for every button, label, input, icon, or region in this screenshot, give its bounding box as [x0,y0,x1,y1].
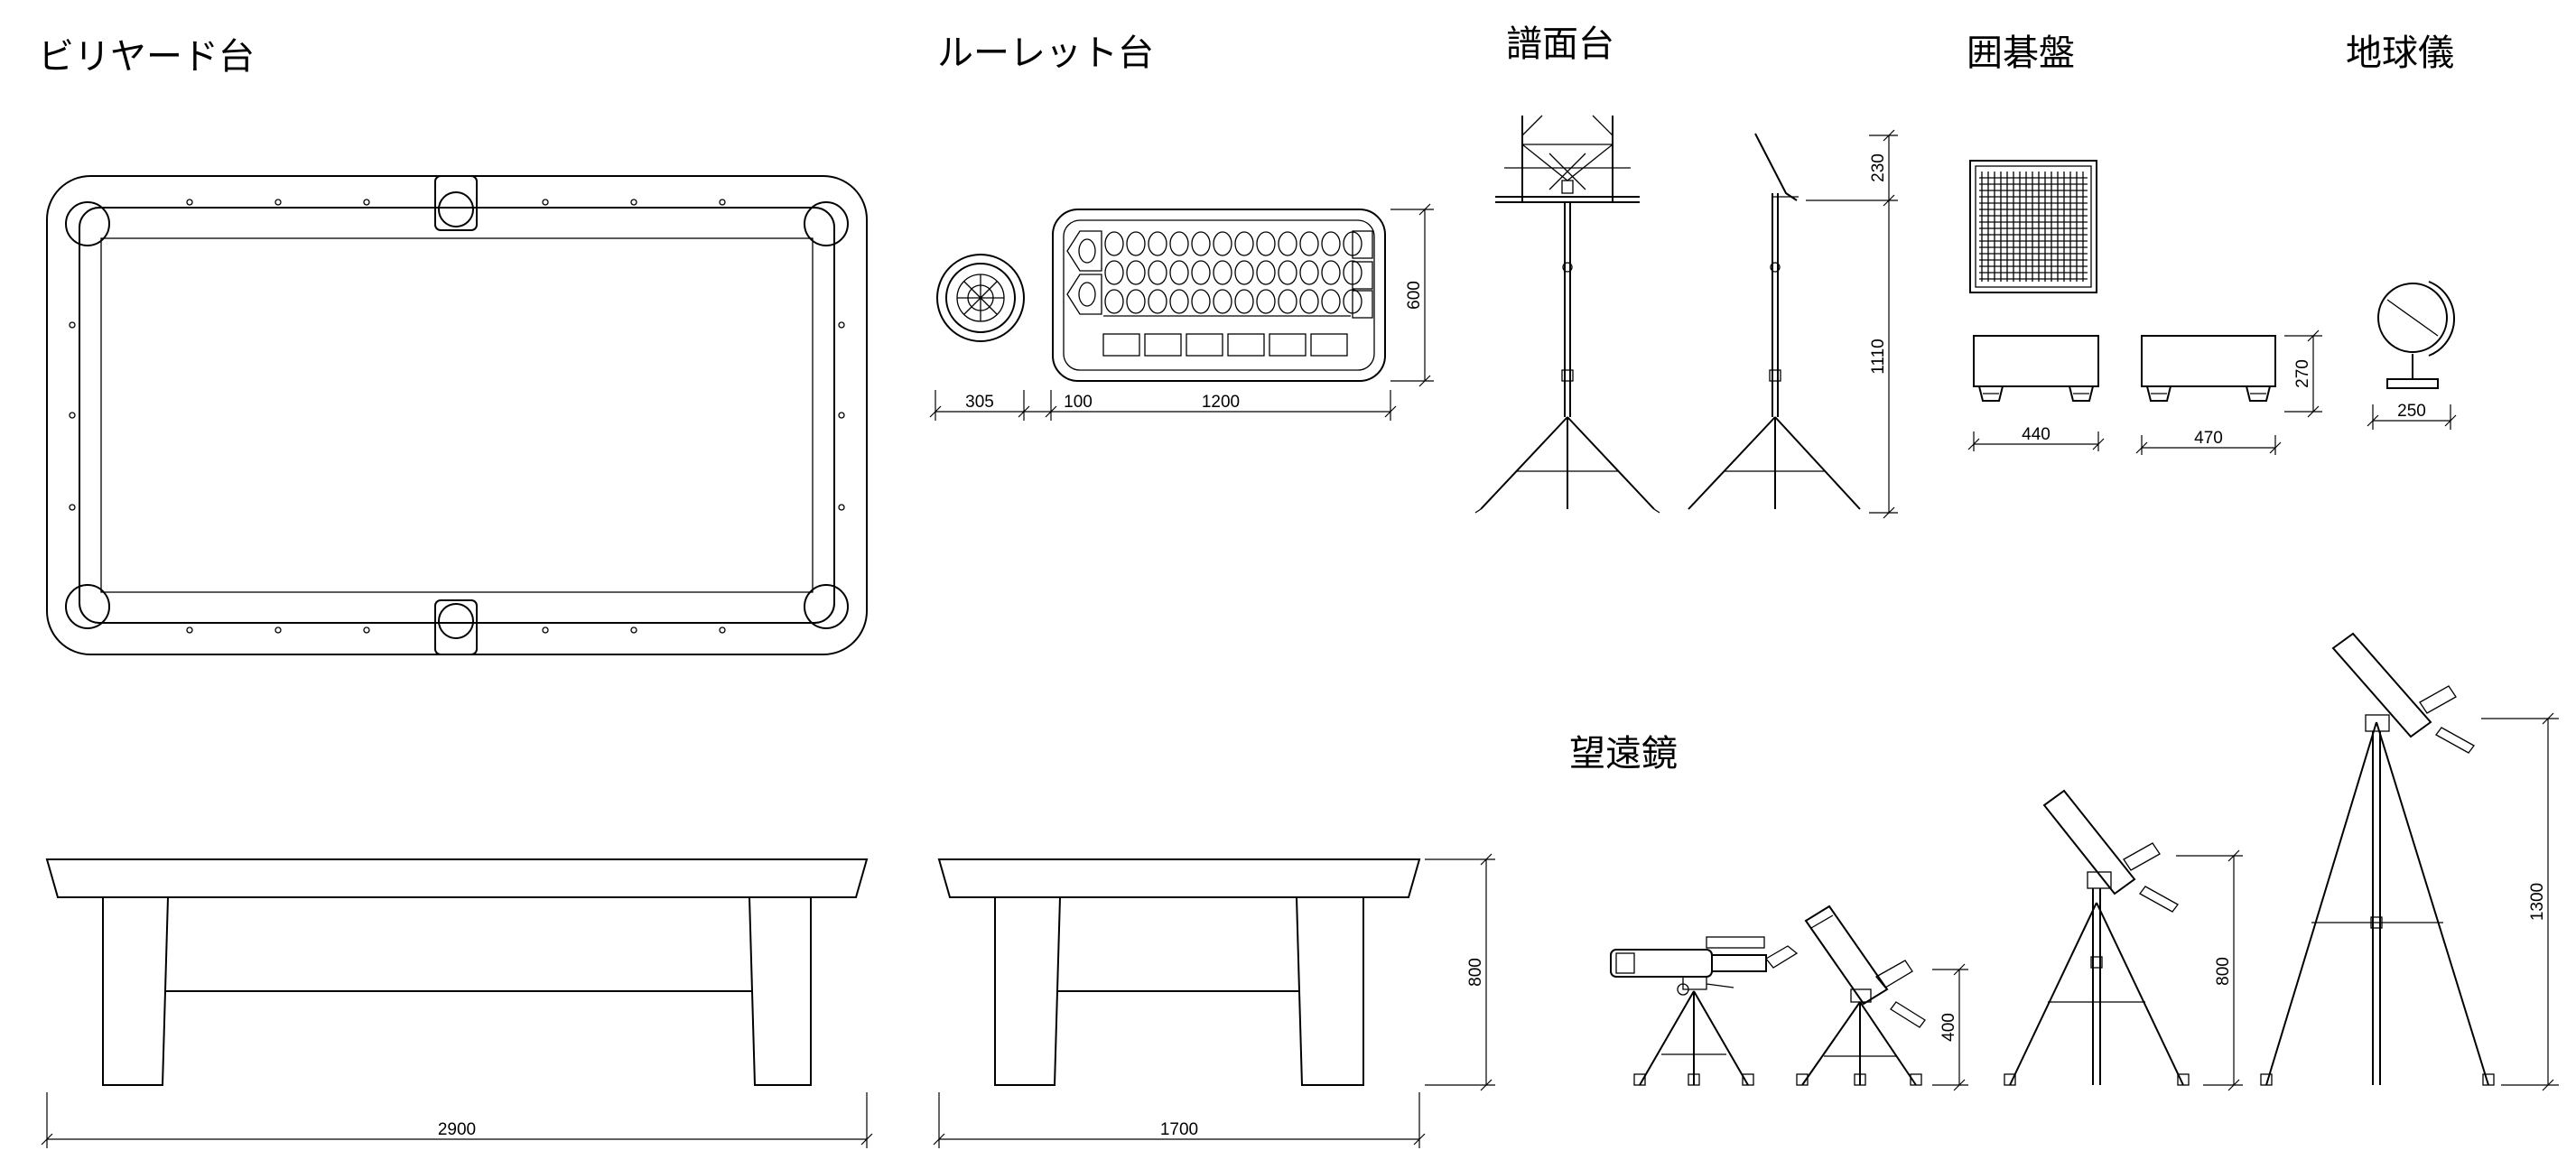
go-board-height-dim: 270 [2293,359,2312,388]
telescope-medium-dim: 800 [2214,957,2233,986]
go-board-plan [1969,160,2097,293]
roulette-table-elevation [937,858,1421,1086]
roulette-wheel [936,254,1025,342]
roulette-wheel-dim: 305 [965,393,994,412]
telescope-small [1796,905,1926,1086]
globe-drawing [2377,281,2456,389]
telescope-large-dim: 1300 [2528,883,2547,921]
telescope-horizontal [1610,936,1799,1086]
globe-width-dim: 250 [2397,402,2426,421]
globe-dimensions: 250 [2367,402,2457,430]
billiard-length-dimension: 2900 [41,1092,873,1148]
telescope-large [2260,632,2495,1086]
roulette-elevation-dimensions: 1700 800 [933,853,1495,1148]
roulette-depth-dim: 600 [1405,281,1424,310]
billiard-table-elevation [45,858,869,1086]
music-stand-height-dim: 1110 [1869,339,1888,374]
go-board-title: 囲碁盤 [1967,32,2075,74]
billiard-title: ビリヤード台 [38,36,255,78]
go-board-width-a-dim: 440 [2022,425,2051,444]
roulette-board [1052,209,1386,382]
roulette-gap-dim: 100 [1064,393,1093,412]
roulette-length-label: 1700 [1160,1120,1198,1139]
telescope-medium [2004,789,2190,1086]
billiard-length-label: 2900 [438,1120,476,1139]
go-board-elevation-a [1973,335,2099,402]
go-board-elevation-b [2141,335,2276,402]
telescope-medium-dimension: 800 [2176,849,2243,1091]
roulette-height-label: 800 [1466,958,1485,987]
telescope-title: 望遠鏡 [1569,733,1678,775]
music-stand-dimensions: 230 1110 [1806,129,1898,519]
go-board-width-b-dim: 470 [2194,429,2223,448]
billiard-table-plan [46,175,868,655]
music-stand-title: 譜面台 [1506,23,1614,65]
roulette-board-dim: 1200 [1202,393,1240,412]
roulette-title: ルーレット台 [937,32,1154,74]
music-stand-front [1474,115,1660,514]
music-stand-side [1688,133,1861,510]
globe-title: 地球儀 [2346,32,2454,74]
telescope-small-dim: 400 [1939,1013,1958,1042]
telescope-small-dimension: 400 [1932,963,1968,1091]
music-stand-top-dim: 230 [1869,153,1888,182]
roulette-plan-dimensions: 305 100 1200 600 [929,203,1434,421]
telescope-large-dimension: 1300 [2481,712,2559,1091]
go-board-dimensions: 440 470 270 [1967,329,2322,455]
